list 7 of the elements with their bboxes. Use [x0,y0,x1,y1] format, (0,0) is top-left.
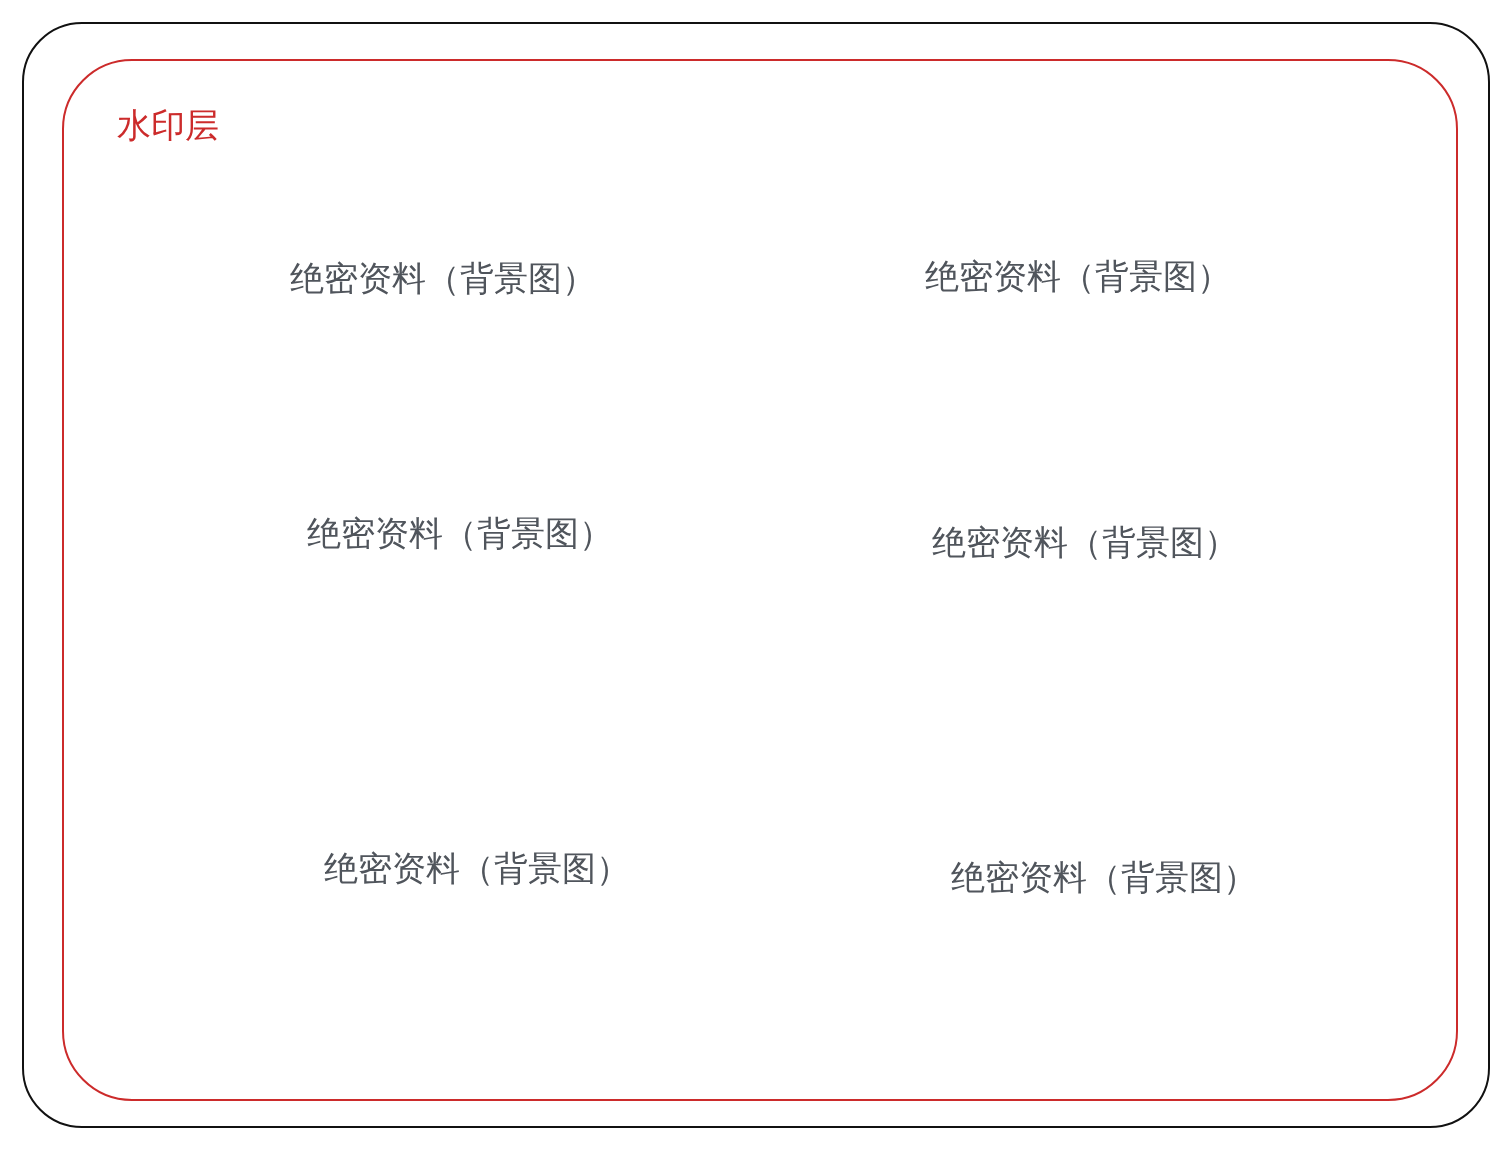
placeholder-text: 绝密资料（背景图） [932,522,1238,562]
placeholder-text: 绝密资料（背景图） [925,256,1231,296]
placeholder-text: 绝密资料（背景图） [951,857,1257,897]
placeholder-text: 绝密资料（背景图） [307,513,613,553]
heading: 水印层 [117,105,219,145]
placeholder-text: 绝密资料（背景图） [290,258,596,298]
placeholder-text: 绝密资料（背景图） [324,848,630,888]
